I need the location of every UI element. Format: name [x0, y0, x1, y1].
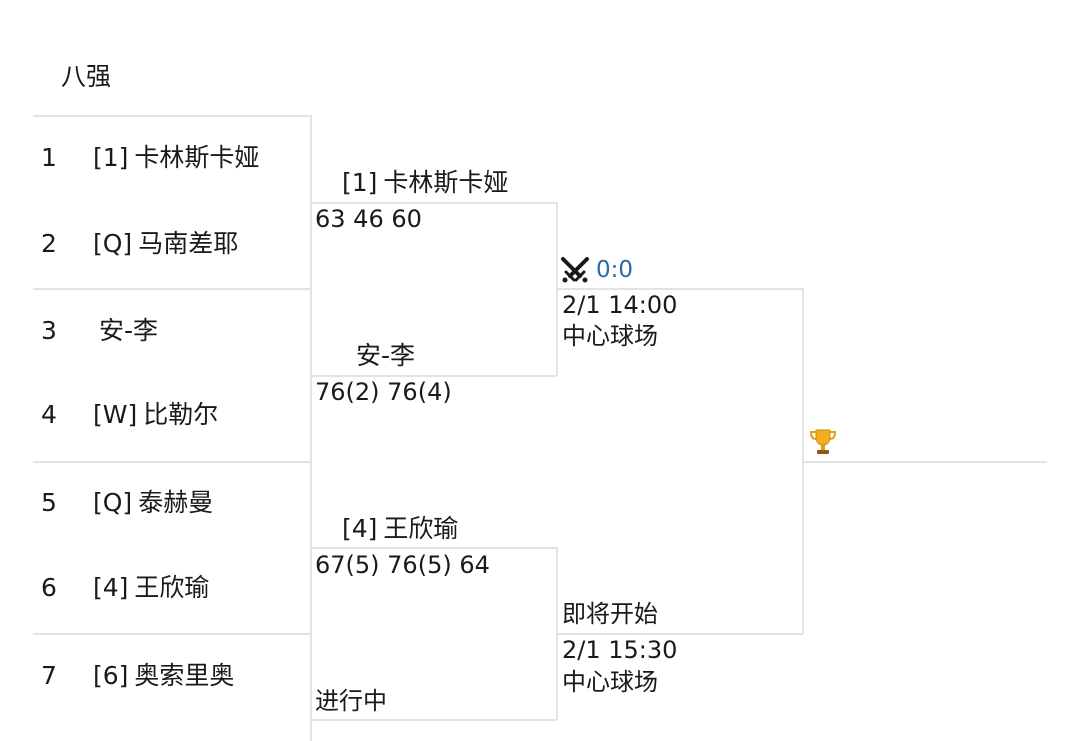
qf-winner-3[interactable]: [4] 王欣瑜 — [318, 513, 458, 545]
bracket-line — [33, 633, 311, 635]
match-score: 76(2) 76(4) — [315, 378, 452, 406]
draw-number: 1 — [41, 143, 57, 172]
match-status: 进行中 — [315, 687, 387, 715]
seed-label: [1] — [342, 168, 378, 197]
seed-label: [6] — [93, 661, 129, 690]
crossed-swords-icon — [561, 257, 589, 283]
bracket-line — [803, 461, 1047, 463]
round-title: 八强 — [61, 62, 112, 91]
usa-flag-icon — [69, 325, 87, 337]
trophy-icon — [808, 427, 838, 461]
draw-number: 7 — [41, 661, 57, 690]
player-name: 比勒尔 — [143, 400, 219, 429]
draw-number: 5 — [41, 488, 57, 517]
russia-flag-icon — [69, 152, 87, 164]
match-court: 中心球场 — [562, 322, 658, 350]
draw-number: 4 — [41, 400, 57, 429]
match-datetime: 2/1 14:00 — [562, 291, 678, 319]
draw-number: 2 — [41, 229, 57, 258]
draw-number: 3 — [41, 316, 57, 345]
china-flag-icon — [318, 523, 336, 535]
bracket-line — [33, 115, 311, 117]
switzerland-flag-icon — [69, 497, 87, 509]
usa-flag-icon — [318, 350, 336, 362]
bracket-line — [310, 115, 312, 741]
h2h-record: 0:0 — [596, 257, 634, 283]
player-slot-6[interactable]: 6 [4] 王欣瑜 — [41, 571, 209, 605]
seed-label: [4] — [93, 573, 129, 602]
bracket-line — [557, 633, 803, 635]
bracket-line — [557, 288, 803, 290]
qf-winner-1[interactable]: [1] 卡林斯卡娅 — [318, 167, 508, 199]
h2h-link[interactable]: 0:0 — [560, 256, 633, 284]
player-name: 马南差耶 — [138, 229, 239, 258]
bracket-line — [311, 547, 557, 549]
player-name: 王欣瑜 — [383, 514, 459, 543]
match-score: 67(5) 76(5) 64 — [315, 551, 490, 579]
match-status: 即将开始 — [562, 600, 658, 628]
bracket-line — [33, 288, 311, 290]
colombia-flag-icon — [69, 670, 87, 682]
australia-flag-icon — [69, 409, 87, 421]
player-slot-1[interactable]: 1 [1] 卡林斯卡娅 — [41, 141, 259, 175]
bracket-line — [311, 375, 557, 377]
player-name: 安-李 — [356, 341, 416, 370]
player-slot-2[interactable]: 2 [Q] 马南差耶 — [41, 227, 238, 261]
player-slot-7[interactable]: 7 [6] 奥索里奥 — [41, 659, 234, 693]
bracket-line — [311, 202, 557, 204]
player-slot-3[interactable]: 3 安-李 — [41, 314, 158, 348]
thailand-flag-icon — [69, 238, 87, 250]
seed-label: [1] — [93, 143, 129, 172]
player-slot-4[interactable]: 4 [W] 比勒尔 — [41, 398, 218, 432]
player-name: 卡林斯卡娅 — [134, 143, 260, 172]
bracket-line — [311, 719, 557, 721]
bracket-line — [33, 461, 311, 463]
seed-label: [Q] — [93, 488, 133, 517]
player-name: 王欣瑜 — [134, 573, 210, 602]
russia-flag-icon — [318, 177, 336, 189]
player-name: 奥索里奥 — [134, 661, 235, 690]
seed-label: [W] — [93, 400, 138, 429]
china-flag-icon — [69, 582, 87, 594]
player-name: 安-李 — [99, 316, 159, 345]
player-name: 泰赫曼 — [138, 488, 214, 517]
match-score: 63 46 60 — [315, 205, 422, 233]
match-datetime: 2/1 15:30 — [562, 636, 678, 664]
match-court: 中心球场 — [562, 668, 658, 696]
seed-label: [4] — [342, 514, 378, 543]
qf-winner-2[interactable]: 安-李 — [318, 340, 415, 372]
seed-label: [Q] — [93, 229, 133, 258]
player-slot-5[interactable]: 5 [Q] 泰赫曼 — [41, 486, 213, 520]
player-name: 卡林斯卡娅 — [383, 168, 509, 197]
draw-number: 6 — [41, 573, 57, 602]
